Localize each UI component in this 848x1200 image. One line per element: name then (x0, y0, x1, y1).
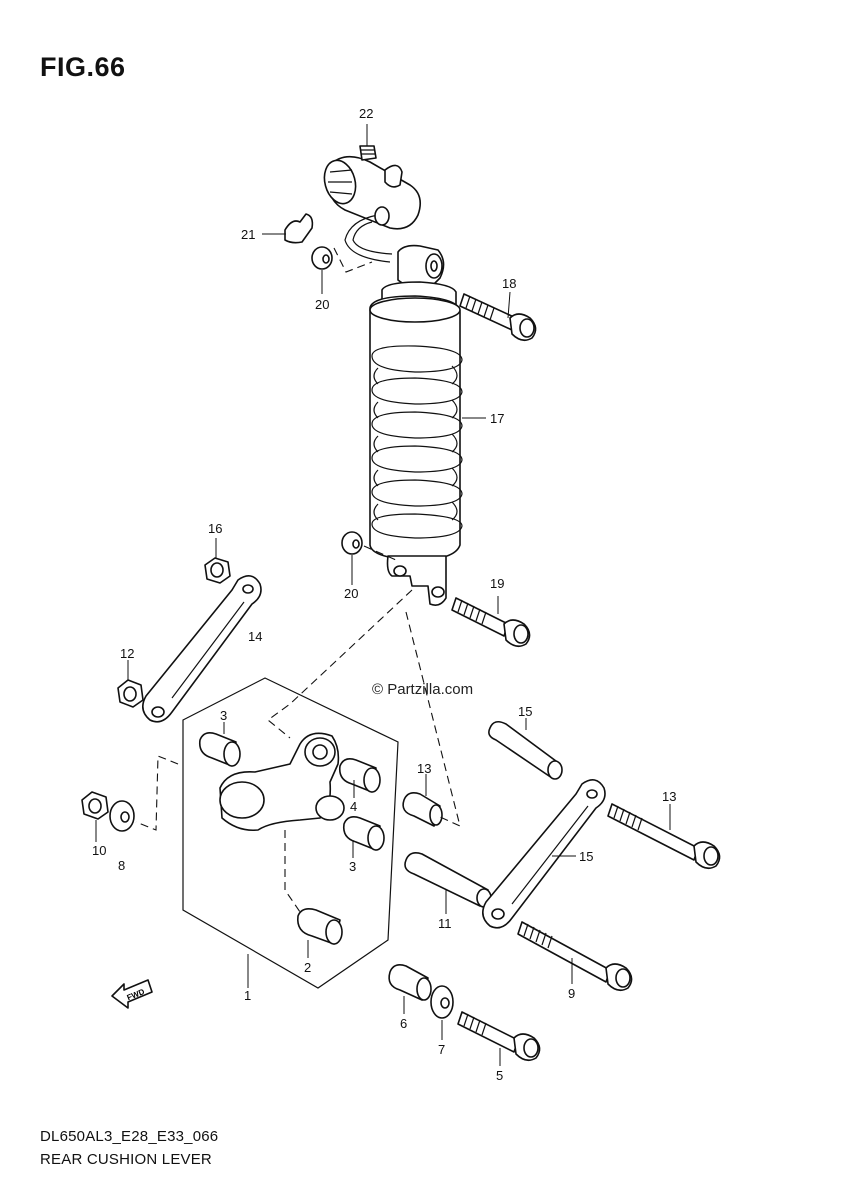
callout-22: 22 (359, 106, 373, 121)
callout-19: 19 (490, 576, 504, 591)
cushion-rod-13-lower[interactable] (482, 779, 606, 929)
bolt-18[interactable] (459, 293, 537, 342)
callout-4: 4 (350, 799, 357, 814)
callout-2: 2 (304, 960, 311, 975)
spacer-15[interactable] (488, 720, 563, 780)
bushing-6[interactable] (388, 964, 432, 1001)
callout-7-left: 8 (118, 858, 125, 873)
callout-1: 1 (244, 988, 251, 1003)
callout-8: 10 (92, 843, 106, 858)
fwd-arrow-icon: FWD (111, 979, 153, 1009)
watermark: © Partzilla.com (372, 681, 474, 698)
callout-7-right: 7 (438, 1042, 445, 1057)
callout-11: 12 (120, 646, 134, 661)
washer-7-right[interactable] (430, 985, 454, 1019)
leader-lines (95, 124, 671, 1066)
callout-20-upper: 20 (315, 297, 329, 312)
footer-section-name: REAR CUSHION LEVER (40, 1151, 212, 1168)
callout-12: 13 (417, 761, 431, 776)
bolt-19[interactable] (451, 597, 531, 648)
bolt-14[interactable] (607, 803, 721, 870)
callout-17: 17 (490, 411, 504, 426)
bolt-5[interactable] (457, 1011, 541, 1062)
washer-20-lower[interactable] (341, 531, 363, 555)
callout-labels: 22 21 20 18 17 16 20 19 14 12 3 15 13 4 … (92, 106, 676, 1083)
cushion-lever-assembly-1[interactable] (182, 677, 399, 989)
rear-shock-absorber[interactable] (320, 155, 463, 606)
bolt-22[interactable] (359, 145, 377, 161)
callout-20-lower: 20 (344, 586, 358, 601)
washer-20-upper[interactable] (311, 246, 333, 270)
callout-9: 9 (568, 986, 575, 1001)
callout-13-upper: 14 (248, 629, 262, 644)
washer-7-left[interactable] (109, 800, 135, 832)
clamp-21[interactable] (284, 213, 314, 244)
spacer-10[interactable] (404, 852, 492, 908)
bushing-12[interactable] (402, 792, 443, 827)
nut-8[interactable] (81, 791, 109, 820)
callout-5: 5 (496, 1068, 503, 1083)
callout-15: 15 (518, 704, 532, 719)
nut-16[interactable] (204, 557, 231, 584)
footer-diagram-code: DL650AL3_E28_E33_066 (40, 1128, 219, 1145)
callout-18: 18 (502, 276, 516, 291)
callout-3-lower: 3 (349, 859, 356, 874)
bolt-9[interactable] (517, 921, 633, 992)
callout-10: 11 (438, 916, 452, 931)
callout-3-upper: 3 (220, 708, 227, 723)
callout-6: 6 (400, 1016, 407, 1031)
callout-13-lower: 15 (579, 849, 593, 864)
nut-11[interactable] (117, 679, 144, 708)
callout-21: 21 (241, 227, 255, 242)
callout-16: 16 (208, 521, 222, 536)
assembly-guide-lines (135, 247, 461, 831)
cushion-rod-13-upper[interactable] (142, 575, 262, 723)
figure-title: FIG.66 (40, 52, 126, 82)
callout-14: 13 (662, 789, 676, 804)
